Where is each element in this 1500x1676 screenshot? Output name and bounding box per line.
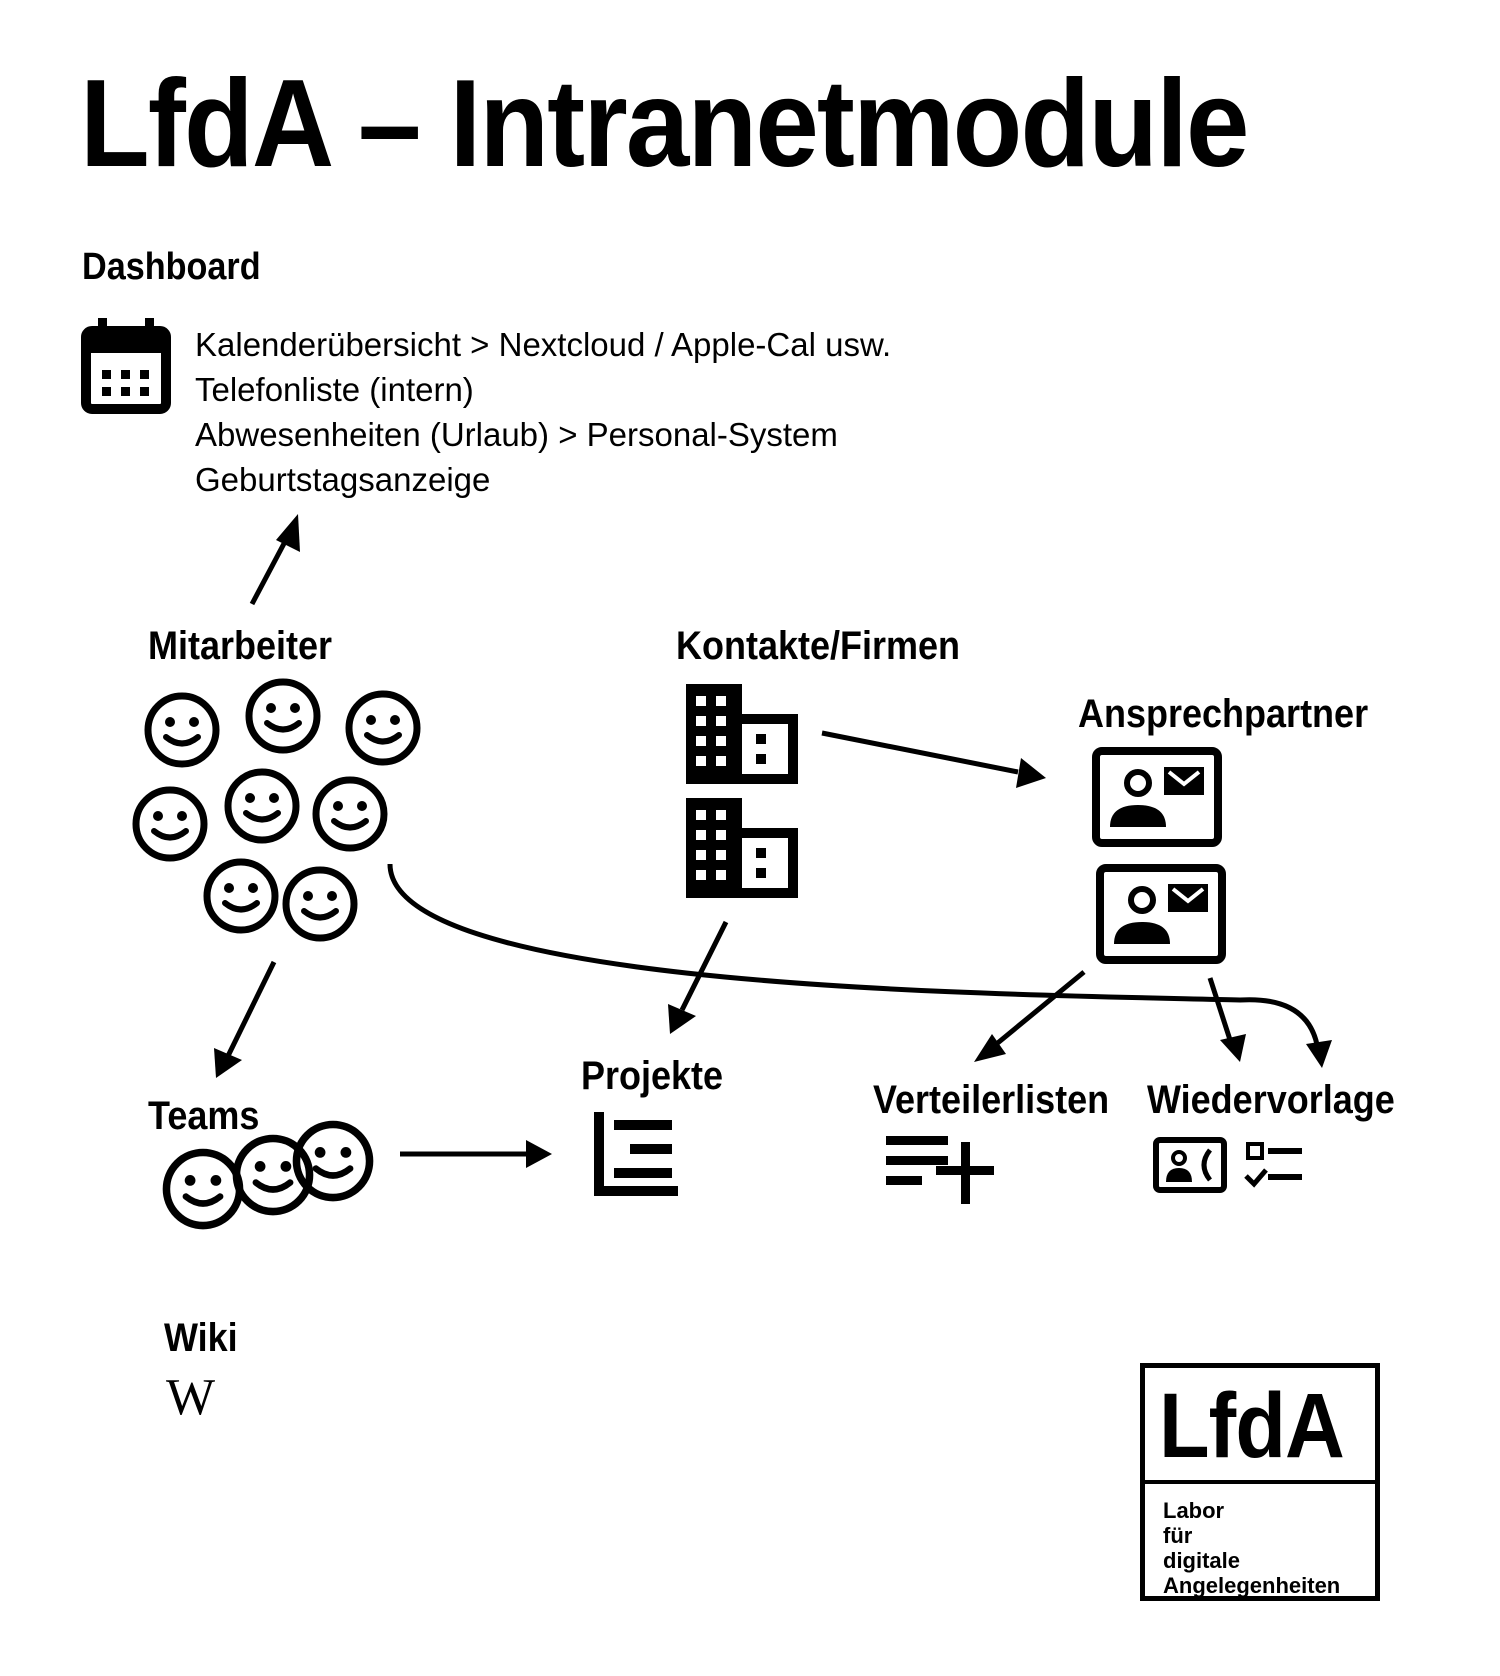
arrowheads — [214, 514, 1332, 1168]
dashboard-list: Kalenderübersicht > Nextcloud / Apple-Ca… — [195, 322, 891, 502]
mitarbeiter-smileys — [136, 682, 417, 938]
smiley-icon — [228, 772, 296, 840]
node-label-projekte: Projekte — [581, 1054, 724, 1098]
arrow-mitarbeiter-wiedervorlage — [387, 863, 1321, 1051]
contact-card-icon — [1096, 751, 1218, 843]
dashboard-item: Telefonliste (intern) — [195, 371, 474, 408]
smiley-icon — [136, 790, 204, 858]
contact-card-icon — [1100, 868, 1222, 960]
node-label-wiki: Wiki — [164, 1316, 238, 1360]
arrow-mitarbeiter-dashboard — [249, 534, 291, 606]
logo-subtitle: Labor für digitale Angelegenheiten — [1163, 1498, 1341, 1598]
node-label-verteilerlisten: Verteilerlisten — [873, 1078, 1110, 1122]
arrow-mitarbeiter-teams — [225, 960, 277, 1058]
smiley-icon — [286, 870, 354, 938]
node-label-wiedervorlage: Wiedervorlage — [1147, 1078, 1395, 1122]
arrow-kontakte-ansprechpartner — [821, 730, 1019, 775]
building-icon — [686, 684, 798, 784]
arrow-ansprechpartner-wiedervorlage — [1207, 977, 1235, 1047]
logo-short: LfdA — [1159, 1375, 1345, 1477]
smiley-icon — [316, 780, 384, 848]
lfda-logo: LfdA Labor für digitale Angelegenheiten — [1140, 1363, 1380, 1601]
smiley-icon — [166, 1152, 239, 1225]
smiley-icon — [349, 694, 417, 762]
gantt-icon — [594, 1112, 678, 1196]
checklist-icon — [1244, 1142, 1302, 1188]
node-label-kontakte: Kontakte/Firmen — [676, 624, 961, 668]
page-title: LfdA – Intranetmodule — [80, 55, 1250, 193]
arrow-kontakte-projekte — [679, 920, 729, 1012]
calendar-icon — [81, 318, 171, 414]
dashboard-heading: Dashboard — [82, 246, 261, 288]
wikipedia-icon: W — [166, 1369, 216, 1426]
dashboard-item: Geburtstagsanzeige — [195, 461, 491, 498]
playlist-add-icon — [886, 1136, 994, 1204]
smiley-icon — [207, 862, 275, 930]
smiley-icon — [148, 696, 216, 764]
dashboard-item: Kalenderübersicht > Nextcloud / Apple-Ca… — [195, 326, 892, 363]
building-icon — [686, 798, 798, 898]
arrow-ansprechpartner-verteilerlisten — [992, 970, 1086, 1048]
arrows — [225, 534, 1321, 1157]
dashboard-item: Abwesenheiten (Urlaub) > Personal-System — [195, 416, 838, 453]
teams-smileys — [166, 1124, 369, 1225]
node-label-teams: Teams — [148, 1094, 260, 1138]
node-label-ansprechpartner: Ansprechpartner — [1078, 692, 1369, 736]
smiley-icon — [249, 682, 317, 750]
node-label-mitarbeiter: Mitarbeiter — [148, 624, 333, 668]
contact-phone-icon — [1153, 1137, 1227, 1193]
